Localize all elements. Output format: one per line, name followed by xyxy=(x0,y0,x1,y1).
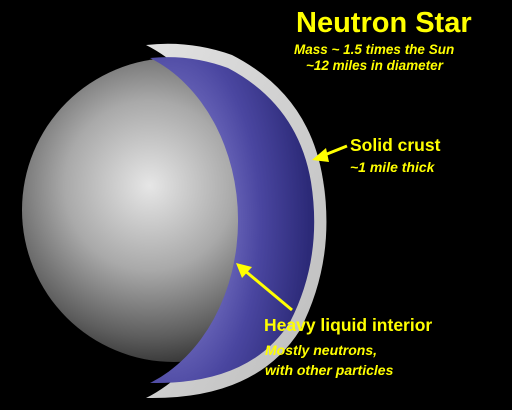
mass-text: Mass ~ 1.5 times the Sun xyxy=(294,42,455,57)
diagram-title: Neutron Star xyxy=(296,7,472,39)
crust-label: Solid crust xyxy=(350,135,441,155)
interior-arrow xyxy=(243,268,293,312)
liquid-interior xyxy=(150,57,315,384)
interior-detail-line2: with other particles xyxy=(265,362,394,378)
diameter-text: ~12 miles in diameter xyxy=(306,58,443,73)
interior-detail-line1: Mostly neutrons, xyxy=(265,342,378,358)
interior-arrowhead xyxy=(236,263,252,278)
interior-label: Heavy liquid interior xyxy=(264,315,433,335)
crust-detail: ~1 mile thick xyxy=(350,159,435,175)
crust-arrowhead xyxy=(312,148,329,162)
